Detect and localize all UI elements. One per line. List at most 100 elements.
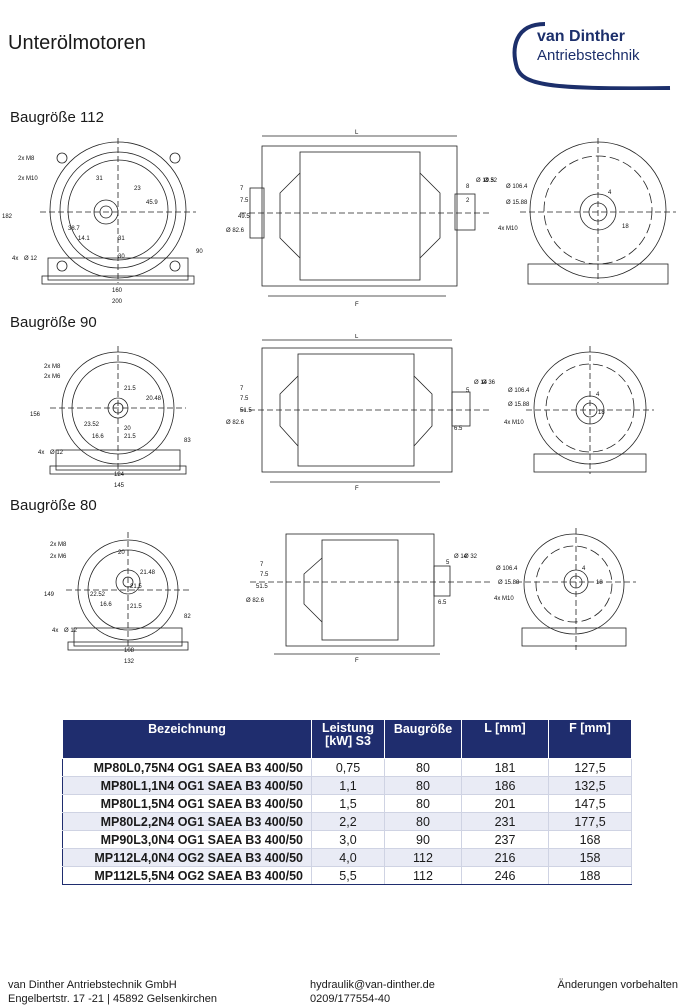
svg-text:Ø 12: Ø 12	[64, 628, 78, 634]
svg-text:F: F	[355, 486, 359, 492]
cell-baugroesse: 80	[384, 794, 462, 813]
logo-arc-icon	[512, 22, 671, 91]
svg-text:Ø 82.6: Ø 82.6	[226, 228, 245, 234]
footer-contact-block: hydraulik@van-dinther.de 0209/177554-40	[310, 978, 435, 1006]
footer-phone: 0209/177554-40	[310, 993, 391, 1005]
svg-text:L: L	[355, 334, 359, 340]
svg-text:L: L	[355, 130, 359, 136]
table-row: MP80L1,5N4 OG1 SAEA B3 400/50 1,5 80 201…	[62, 794, 632, 813]
svg-text:4x: 4x	[38, 450, 44, 456]
svg-text:4x M10: 4x M10	[504, 420, 524, 426]
section-label-112: Baugröße 112	[10, 109, 104, 126]
svg-text:7: 7	[260, 562, 264, 568]
svg-text:2x M8: 2x M8	[50, 542, 67, 548]
col-header-baugroesse: Baugröße	[384, 719, 462, 759]
table-row: MP112L5,5N4 OG2 SAEA B3 400/50 5,5 112 2…	[62, 866, 632, 885]
cell-l: 246	[461, 866, 549, 885]
cell-f: 132,5	[548, 776, 632, 795]
footer-note: Änderungen vorbehalten	[557, 979, 678, 991]
svg-text:30: 30	[118, 254, 125, 260]
footer-email-link[interactable]: hydraulik@van-dinther.de	[310, 979, 435, 991]
cell-leistung: 5,5	[311, 866, 385, 885]
section-label-90: Baugröße 90	[10, 314, 97, 331]
svg-text:7.5: 7.5	[240, 198, 249, 204]
svg-text:51.5: 51.5	[240, 408, 252, 414]
svg-text:18: 18	[596, 580, 603, 586]
svg-text:21.5: 21.5	[130, 584, 142, 590]
table-row: MP80L1,1N4 OG1 SAEA B3 400/50 1,1 80 186…	[62, 776, 632, 795]
svg-text:20: 20	[124, 426, 131, 432]
svg-text:145: 145	[114, 483, 125, 489]
svg-text:124: 124	[114, 472, 125, 478]
cell-leistung: 0,75	[311, 758, 385, 777]
svg-text:31: 31	[96, 176, 103, 182]
cell-name: MP80L0,75N4 OG1 SAEA B3 400/50	[62, 758, 312, 777]
spec-table: Bezeichnung Leistung [kW] S3 Baugröße L …	[62, 719, 632, 885]
svg-text:156: 156	[30, 412, 41, 418]
cell-l: 237	[461, 830, 549, 849]
svg-text:F: F	[355, 302, 359, 308]
svg-text:21.5: 21.5	[124, 434, 136, 440]
footer-address: Engelbertstr. 17 -21 | 45892 Gelsenkirch…	[8, 993, 217, 1005]
spec-table-header: Bezeichnung Leistung [kW] S3 Baugröße L …	[62, 719, 632, 759]
footer-company-block: van Dinther Antriebstechnik GmbH Engelbe…	[8, 978, 217, 1006]
svg-text:6.5: 6.5	[454, 426, 463, 432]
section-label-80: Baugröße 80	[10, 497, 97, 514]
svg-text:Ø 12: Ø 12	[50, 450, 64, 456]
cell-leistung: 4,0	[311, 848, 385, 867]
cell-name: MP80L1,5N4 OG1 SAEA B3 400/50	[62, 794, 312, 813]
svg-text:90: 90	[196, 249, 203, 255]
svg-text:F: F	[355, 658, 359, 664]
svg-text:Ø 82.6: Ø 82.6	[246, 598, 265, 604]
cell-name: MP112L4,0N4 OG2 SAEA B3 400/50	[62, 848, 312, 867]
svg-text:4x M10: 4x M10	[498, 226, 518, 232]
cell-leistung: 3,0	[311, 830, 385, 849]
svg-text:38.7: 38.7	[68, 226, 80, 232]
svg-text:132: 132	[124, 659, 135, 665]
svg-text:Ø 15.88: Ø 15.88	[498, 580, 520, 586]
svg-text:2x M8: 2x M8	[44, 364, 61, 370]
cell-leistung: 1,1	[311, 776, 385, 795]
cell-l: 231	[461, 812, 549, 831]
logo-line1: van Dinther	[537, 28, 626, 45]
svg-text:20: 20	[118, 550, 125, 556]
svg-text:7: 7	[240, 186, 244, 192]
page-title: Unterölmotoren	[8, 32, 146, 54]
table-row: MP112L4,0N4 OG2 SAEA B3 400/50 4,0 112 2…	[62, 848, 632, 867]
svg-text:45.9: 45.9	[146, 200, 158, 206]
svg-text:82: 82	[184, 614, 191, 620]
svg-text:4x: 4x	[12, 256, 18, 262]
logo-line2: Antriebstechnik	[537, 47, 640, 64]
col-header-bezeichnung: Bezeichnung	[62, 719, 312, 759]
svg-text:31: 31	[118, 236, 125, 242]
company-logo: van Dinther Antriebstechnik	[505, 18, 675, 91]
svg-text:7: 7	[240, 386, 244, 392]
col-header-l: L [mm]	[461, 719, 549, 759]
cell-f: 188	[548, 866, 632, 885]
cell-baugroesse: 90	[384, 830, 462, 849]
cell-baugroesse: 112	[384, 848, 462, 867]
svg-text:7.5: 7.5	[240, 396, 249, 402]
cell-l: 181	[461, 758, 549, 777]
svg-text:4x: 4x	[52, 628, 58, 634]
svg-text:23.52: 23.52	[84, 422, 100, 428]
svg-text:8: 8	[466, 184, 470, 190]
cell-name: MP90L3,0N4 OG1 SAEA B3 400/50	[62, 830, 312, 849]
cell-baugroesse: 112	[384, 866, 462, 885]
svg-text:108: 108	[124, 648, 135, 654]
footer-company: van Dinther Antriebstechnik GmbH	[8, 979, 177, 991]
svg-text:Ø 82.6: Ø 82.6	[226, 420, 245, 426]
svg-text:21.5: 21.5	[130, 604, 142, 610]
cell-baugroesse: 80	[384, 776, 462, 795]
svg-text:16.6: 16.6	[100, 602, 112, 608]
svg-text:Ø 19.5: Ø 19.5	[476, 178, 495, 184]
cell-l: 186	[461, 776, 549, 795]
svg-text:2x M6: 2x M6	[50, 554, 67, 560]
col-header-leistung: Leistung [kW] S3	[311, 719, 385, 759]
cell-f: 147,5	[548, 794, 632, 813]
svg-text:18: 18	[598, 410, 605, 416]
svg-text:Ø 15.88: Ø 15.88	[506, 200, 528, 206]
